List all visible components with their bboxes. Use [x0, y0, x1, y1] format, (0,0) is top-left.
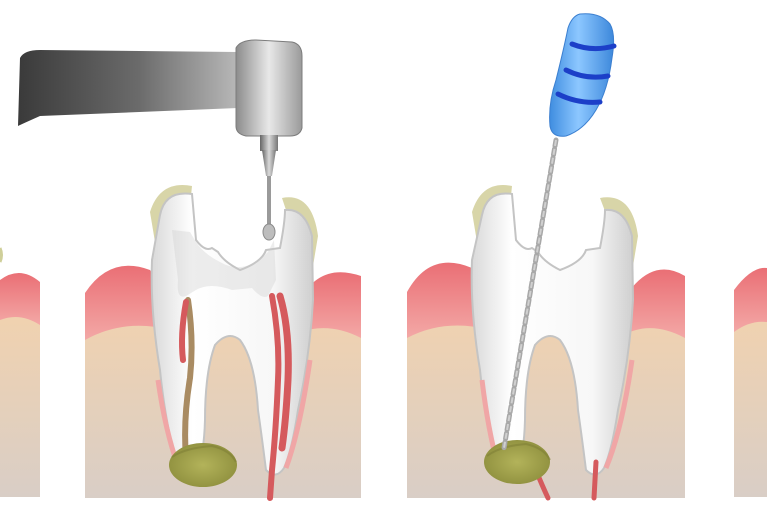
- nerve-canal-right: [267, 292, 292, 501]
- panel-cleaning: [407, 13, 685, 501]
- left-edge-gum-slice: [0, 247, 40, 497]
- panel-drilling: [18, 39, 361, 501]
- infection-abscess: [484, 440, 550, 484]
- infection-abscess: [169, 443, 237, 487]
- dental-drill-icon: [18, 39, 303, 241]
- nerve-remnant-right: [591, 459, 599, 501]
- right-edge-gum-slice: [734, 267, 767, 497]
- endodontic-file-icon: [501, 13, 617, 451]
